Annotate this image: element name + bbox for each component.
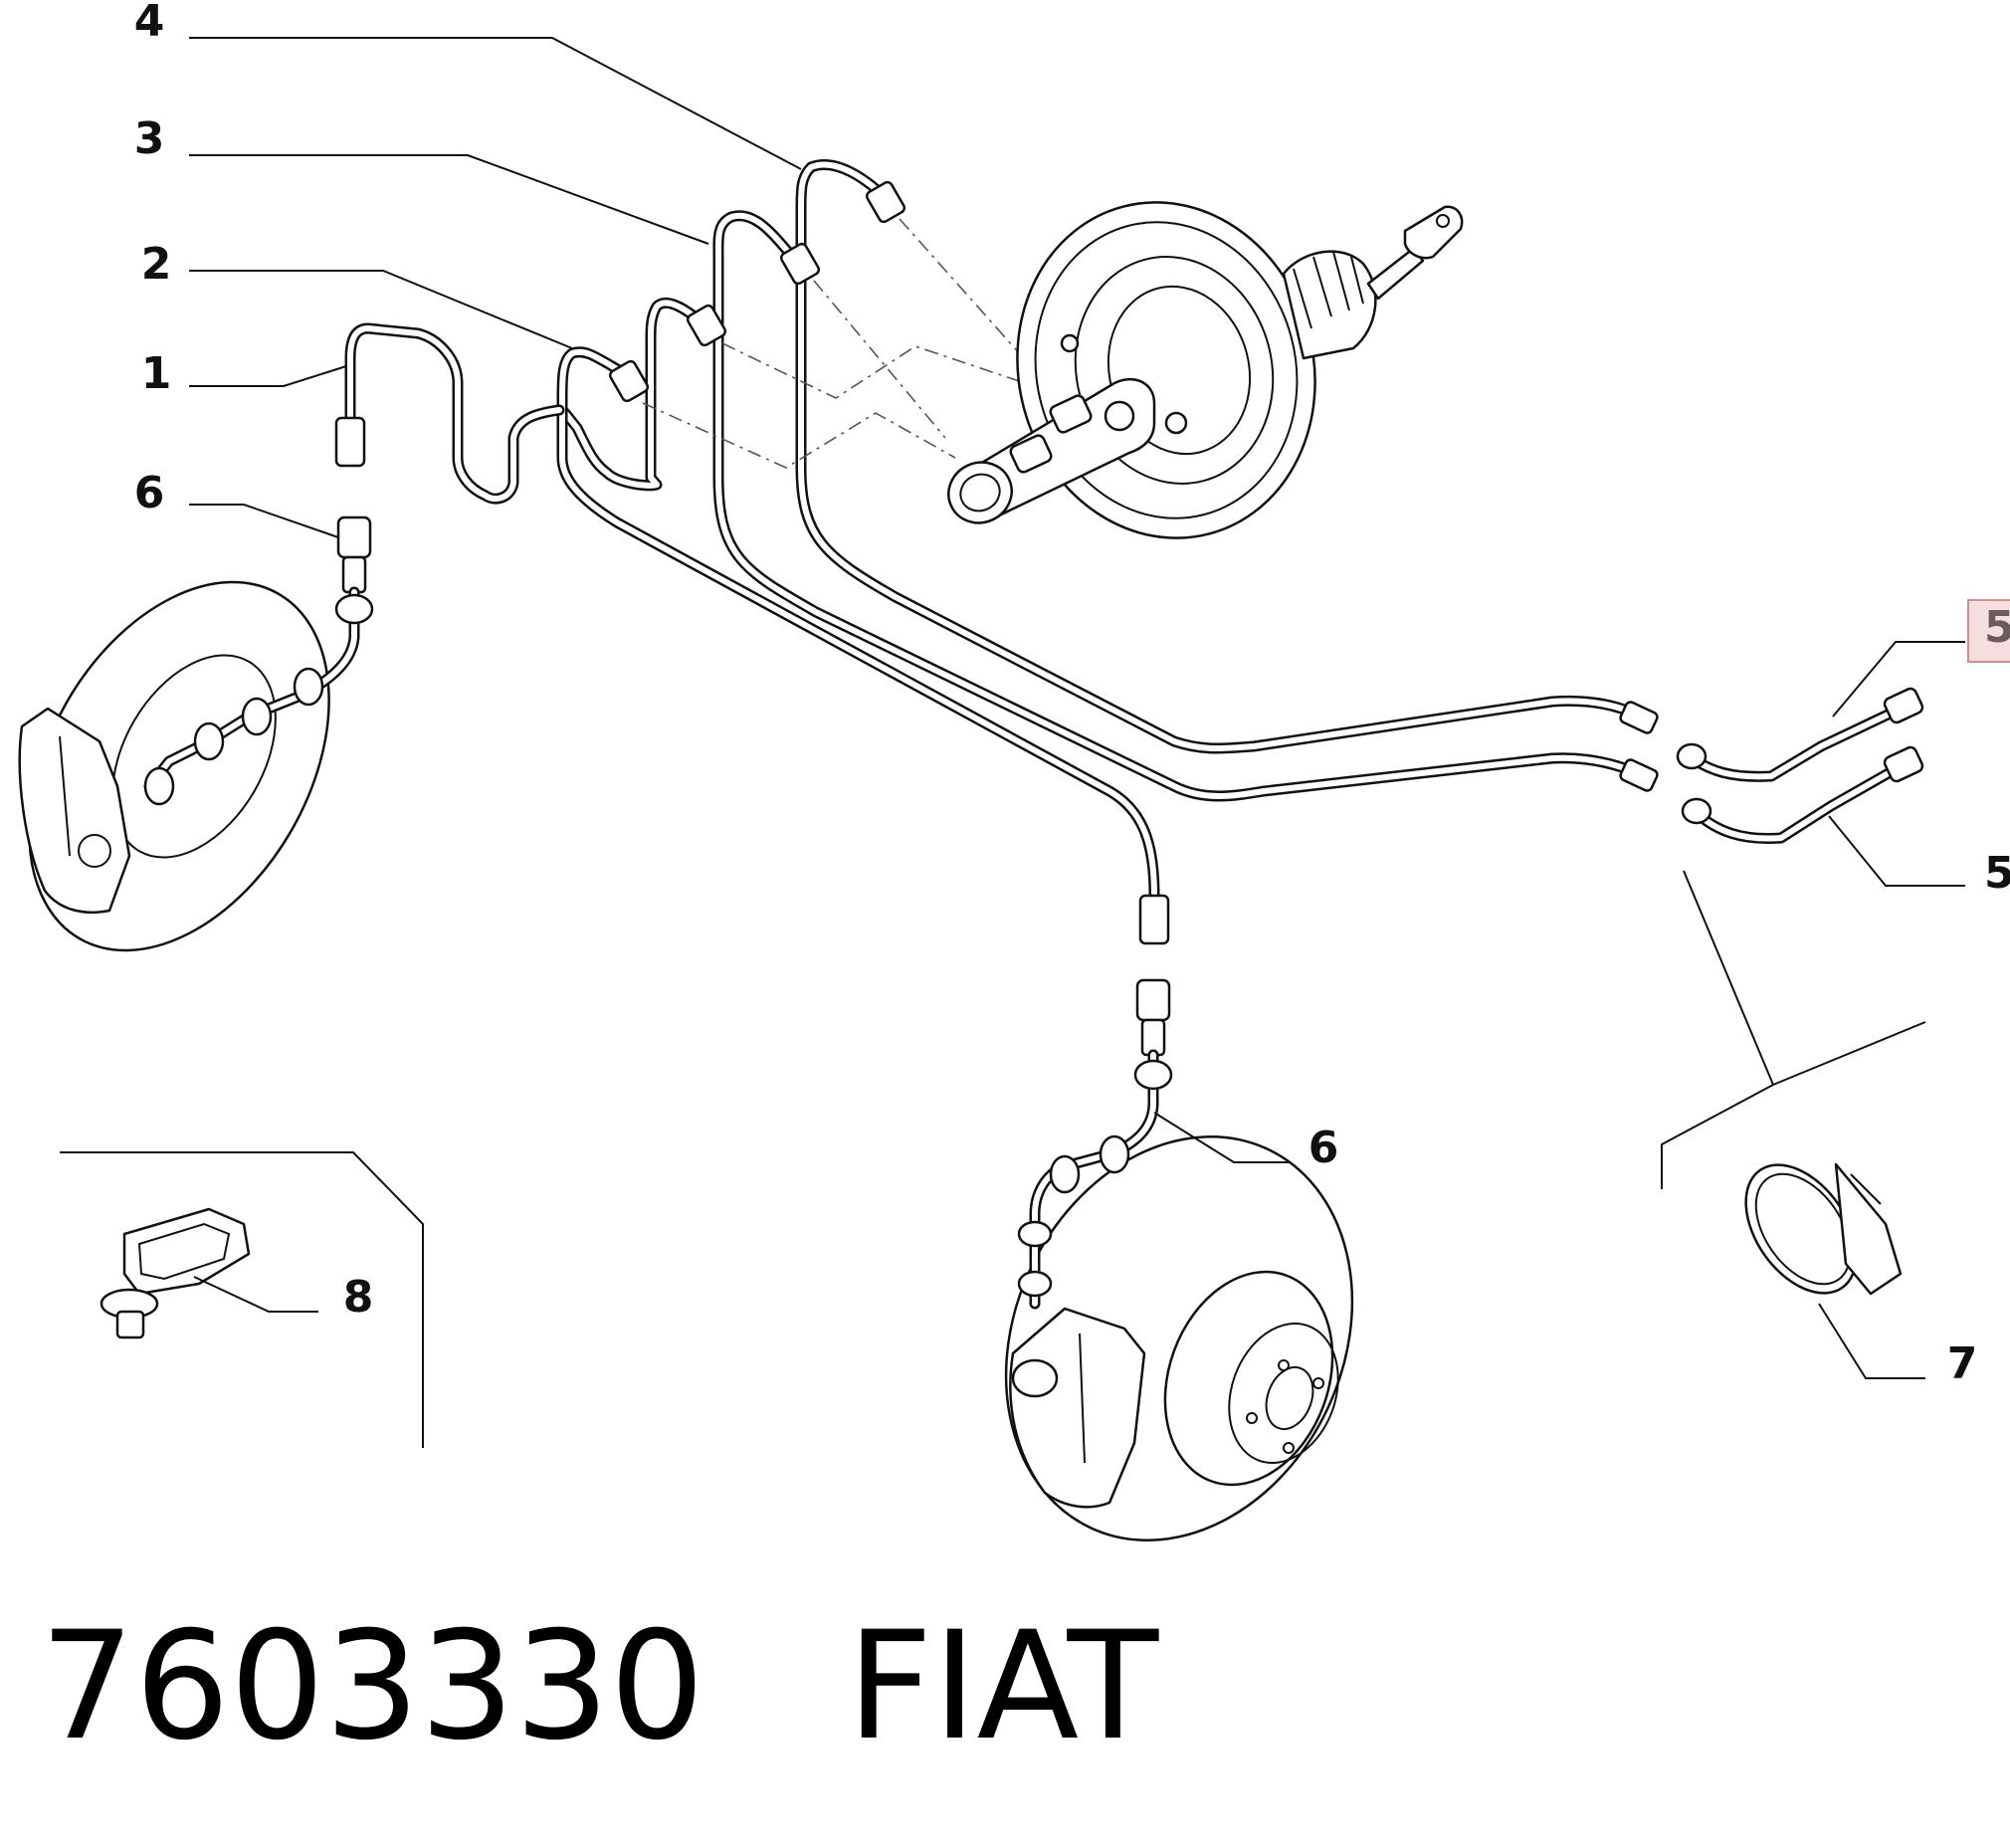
callout-6-right: 6 [1308, 1123, 1339, 1173]
callout-5-lower: 5 [1984, 848, 2010, 899]
brand-name: FIAT [847, 1600, 1159, 1773]
part-caption: 7603330 FIAT [40, 1612, 1158, 1761]
part-8-sensor [100, 1207, 251, 1339]
right-brake-disc-assembly [1004, 978, 1354, 1541]
callout-1: 1 [141, 348, 172, 399]
callout-labels: 4 3 2 1 6 5 5 6 8 7 [134, 0, 2010, 1389]
part-7-clamp [1744, 1162, 1903, 1296]
pipe-fittings [334, 180, 1659, 945]
part-5-pipes [1676, 687, 1924, 845]
callout-6-left: 6 [134, 468, 165, 518]
master-cylinder [947, 333, 1188, 524]
brake-pipes [344, 159, 1646, 902]
callout-3: 3 [134, 113, 165, 164]
brake-booster [1016, 201, 1464, 539]
callout-7: 7 [1947, 1338, 1978, 1389]
callout-8: 8 [343, 1272, 374, 1323]
left-brake-disc-assembly [18, 515, 374, 952]
callout-2: 2 [141, 239, 172, 290]
callout-4: 4 [134, 0, 165, 47]
callout-5-highlight [1967, 599, 2010, 663]
leader-lines [60, 37, 1965, 1448]
part-number: 7603330 [40, 1600, 705, 1773]
callout-5-upper: 5 [1984, 602, 2010, 653]
